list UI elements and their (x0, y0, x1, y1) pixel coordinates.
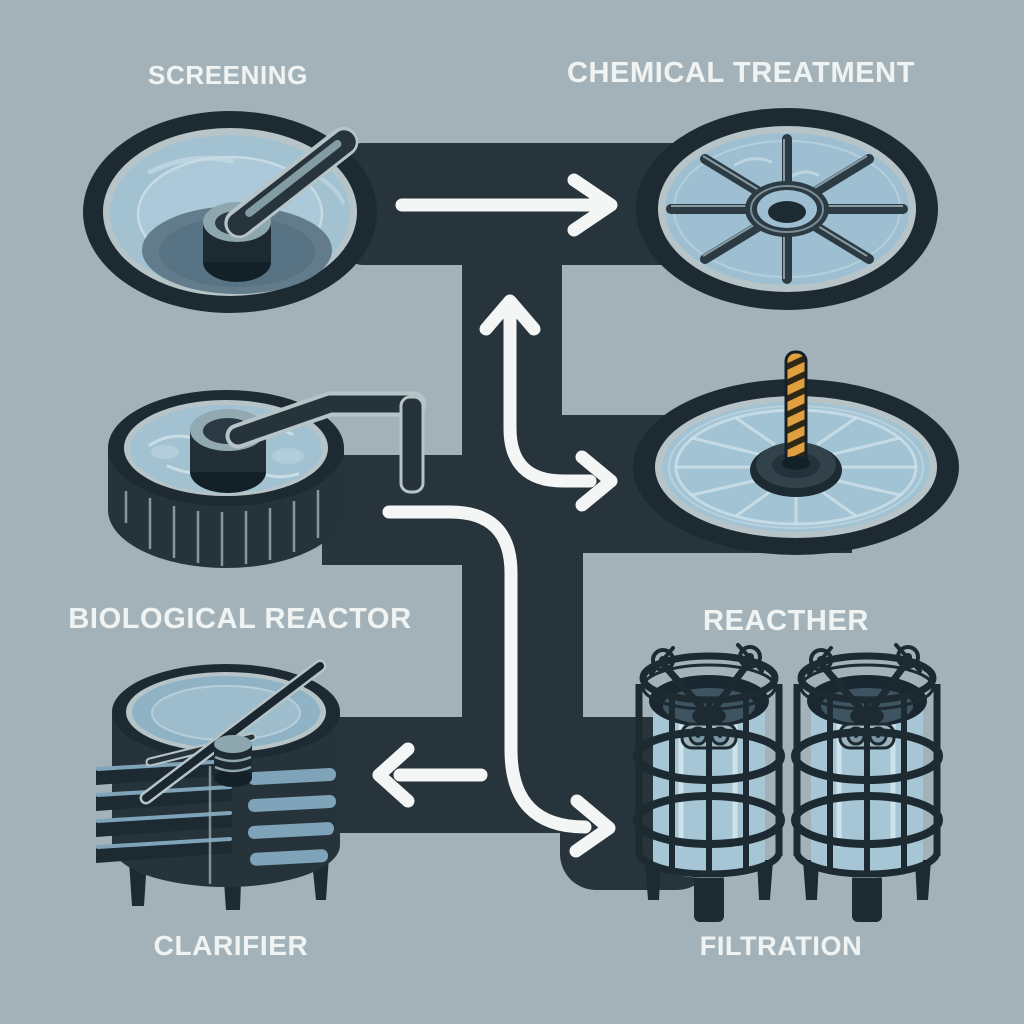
stage-label-filtration: FILTRATION (699, 931, 863, 961)
front-slats (248, 768, 337, 866)
tank-ribs (124, 490, 320, 566)
stage-label-chemical-treatment: CHEMICAL TREATMENT (566, 57, 916, 89)
clarifier-tank (96, 659, 340, 910)
skimmer-arm-icon (224, 126, 359, 239)
spoked-wheel-icon (666, 134, 908, 284)
screening-tank (83, 111, 377, 313)
side-fins (96, 759, 232, 863)
stage-label-reacther: REACTHER (703, 605, 869, 637)
chemical-treatment-tank (636, 108, 938, 310)
stage-label-biological-reactor: BIOLOGICAL REACTOR (68, 603, 412, 635)
biological-reactor-tank (108, 390, 427, 568)
flow-arrow-junction-up-and-right (479, 294, 618, 512)
center-drum (214, 735, 252, 787)
outlet-pipe-icon (225, 391, 427, 494)
reacther-tank (633, 350, 959, 555)
stage-label-screening: SCREENING (148, 60, 308, 90)
flow-arrow-screening-to-chemical (395, 173, 618, 237)
mixer-rod-icon (782, 350, 810, 470)
flow-arrow-bioreactor-to-filtration (382, 505, 616, 858)
flow-arrow-junction-to-clarifier (372, 742, 488, 808)
stage-label-clarifier: CLARIFIER (153, 930, 309, 961)
